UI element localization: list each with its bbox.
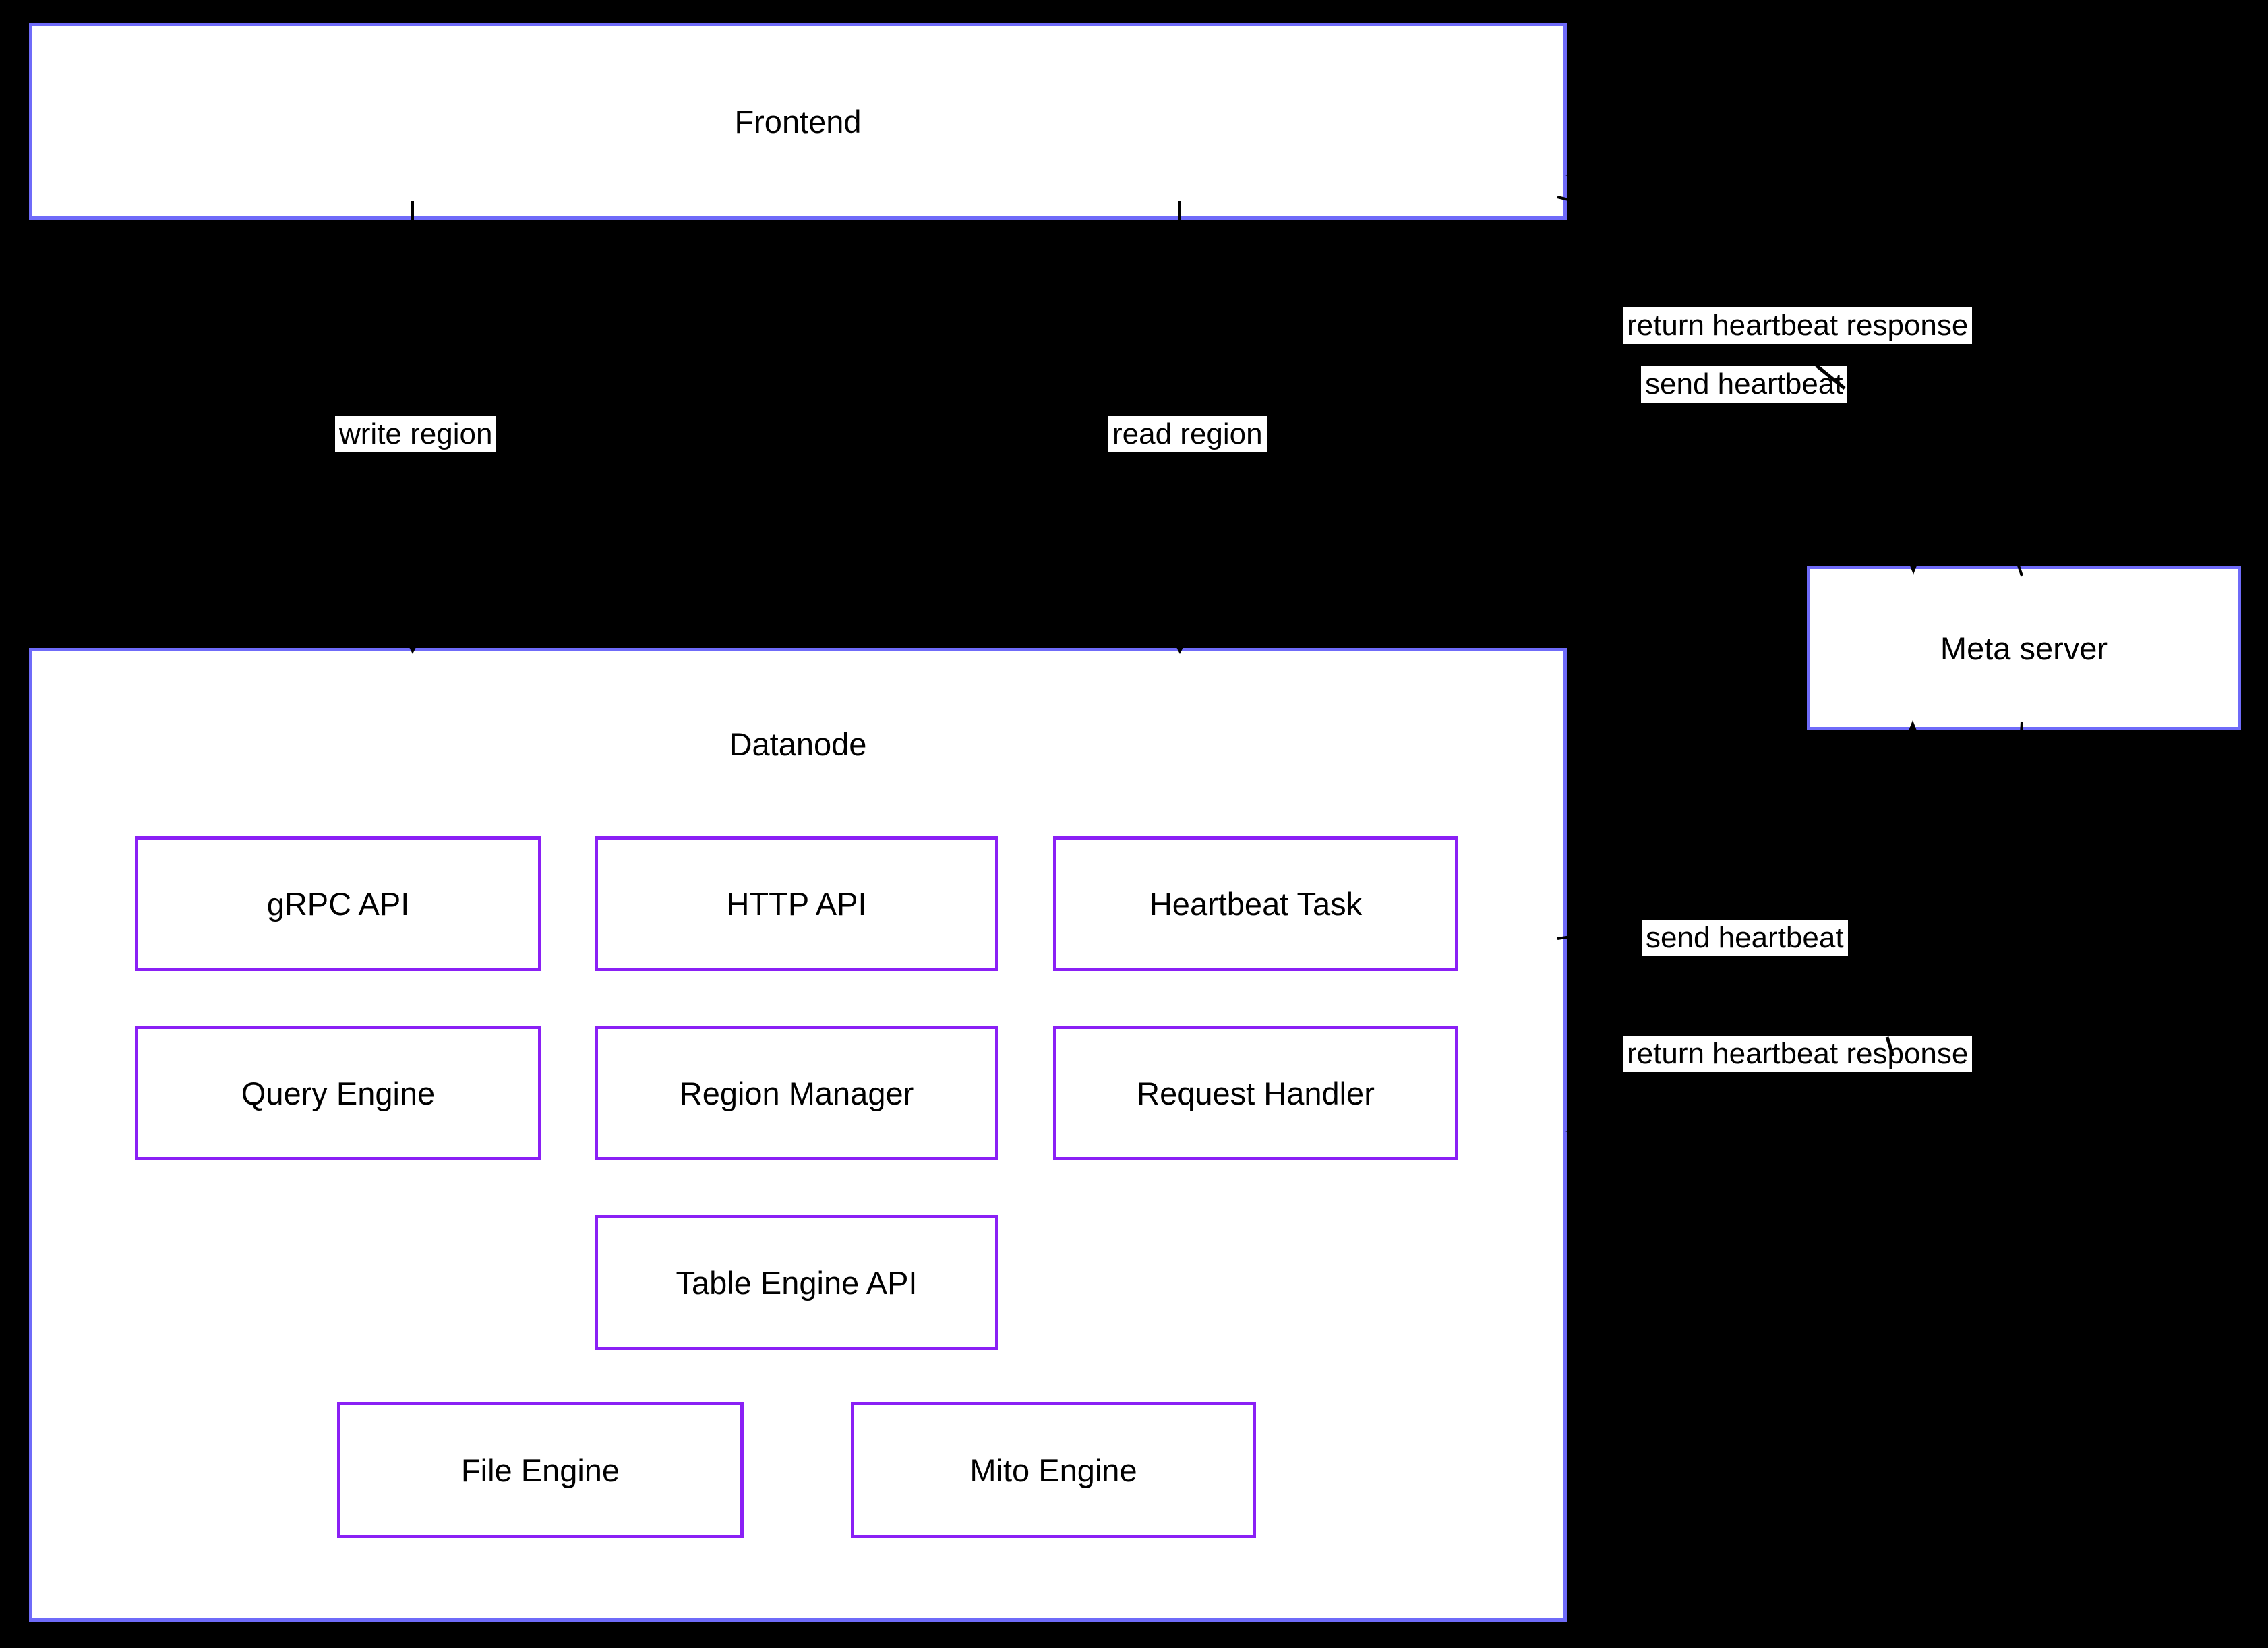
datanode-title: Datanode <box>729 726 867 762</box>
frontend-label: Frontend <box>734 103 862 140</box>
meta-server-node: Meta server <box>1807 566 2241 730</box>
grpc-api-label: gRPC API <box>266 885 410 922</box>
edge-label-read-region: read region <box>1108 416 1267 453</box>
heartbeat-task-node: Heartbeat Task <box>1053 836 1458 971</box>
edge-label-datanode-send-heartbeat: send heartbeat <box>1642 920 1848 957</box>
mito-engine-label: Mito Engine <box>969 1452 1137 1488</box>
edge-label-frontend-return-heartbeat: return heartbeat response <box>1623 307 1973 345</box>
edge-label-write-region: write region <box>335 416 497 453</box>
table-engine-api-node: Table Engine API <box>595 1215 998 1350</box>
table-engine-api-label: Table Engine API <box>676 1264 918 1301</box>
region-manager-node: Region Manager <box>595 1026 998 1160</box>
file-engine-node: File Engine <box>337 1402 744 1538</box>
http-api-label: HTTP API <box>726 885 867 922</box>
edge-label-datanode-return-heartbeat: return heartbeat response <box>1623 1036 1973 1073</box>
heartbeat-task-label: Heartbeat Task <box>1149 885 1363 922</box>
query-engine-label: Query Engine <box>241 1075 436 1111</box>
frontend-node: Frontend <box>29 23 1567 220</box>
datanode-cluster: Datanode gRPC API HTTP API Heartbeat Tas… <box>29 648 1567 1622</box>
datanode-send-heartbeat-arrow <box>1557 720 1920 940</box>
request-handler-node: Request Handler <box>1053 1026 1458 1160</box>
request-handler-label: Request Handler <box>1137 1075 1375 1111</box>
edge-label-frontend-send-heartbeat: send heartbeat <box>1641 366 1847 403</box>
query-engine-node: Query Engine <box>135 1026 541 1160</box>
http-api-node: HTTP API <box>595 836 998 971</box>
meta-server-label: Meta server <box>1940 630 2108 666</box>
file-engine-label: File Engine <box>460 1452 620 1488</box>
grpc-api-node: gRPC API <box>135 836 541 971</box>
region-manager-label: Region Manager <box>679 1075 914 1111</box>
mito-engine-node: Mito Engine <box>851 1402 1256 1538</box>
